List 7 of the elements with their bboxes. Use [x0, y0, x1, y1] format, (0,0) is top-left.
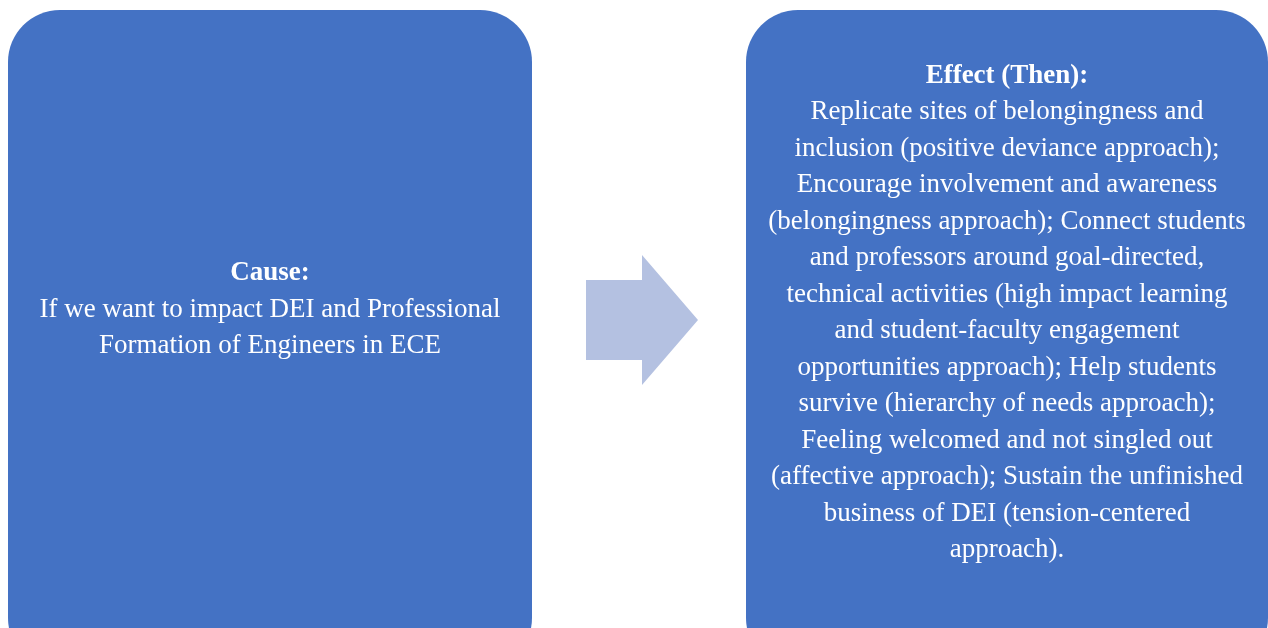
rounded-box — [746, 10, 1268, 628]
block-arrow — [586, 255, 698, 385]
rounded-box — [8, 10, 532, 628]
heading-text: Effect (Then): — [924, 57, 1090, 91]
body-text: Replicate sites of belongingness and inclusion (positive deviance approach); Encourage involvement and awareness (belongingness approach); Connect students and professors around goal-directed, technical activities (high impact learning and student-faculty engagement opportunities approach); Help students survive (hierarchy of needs approach); Feeling welcomed and not singled out (affective approach); Sustain the unfinished business of DEI (tension-centered approach). — [767, 94, 1247, 565]
body-text: If we want to impact DEI and Professional Formation of Engineers in ECE — [38, 291, 502, 362]
heading-text: Cause: — [229, 255, 311, 289]
